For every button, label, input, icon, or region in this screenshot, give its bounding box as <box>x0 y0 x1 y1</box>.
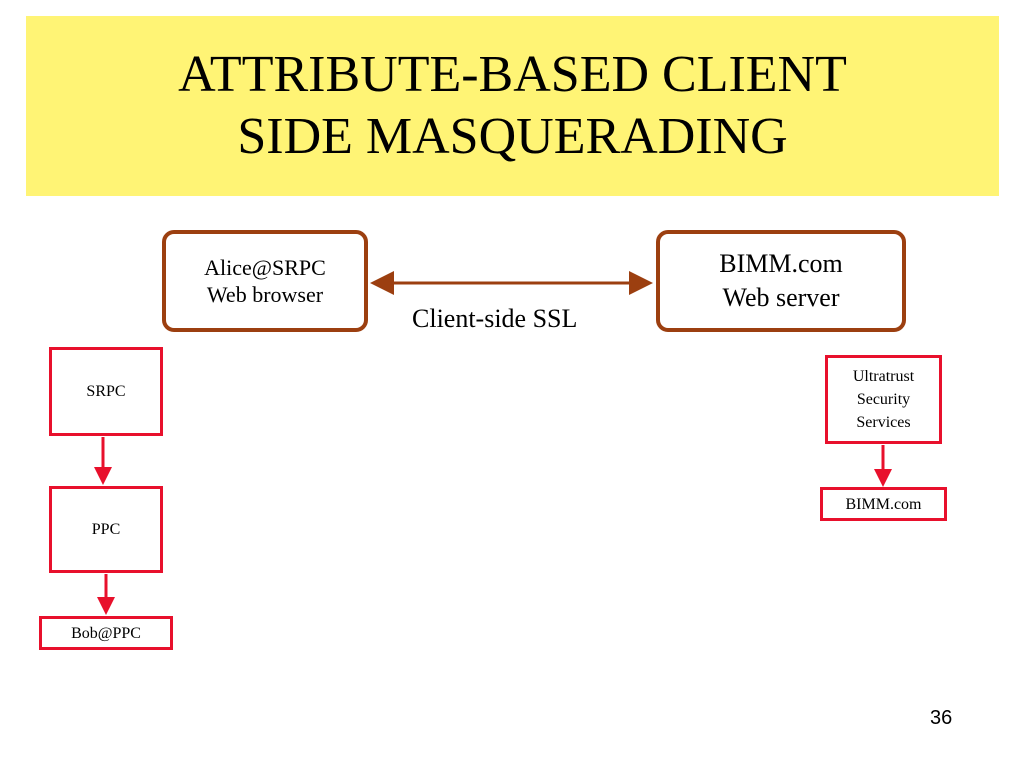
ultratrust-box: Ultratrust Security Services <box>825 355 942 444</box>
ppc-box: PPC <box>49 486 163 573</box>
page-number: 36 <box>930 707 953 729</box>
ppc-label: PPC <box>91 521 121 538</box>
client-role: Web browser <box>206 282 324 307</box>
srpc-label: SRPC <box>86 383 126 400</box>
title-line-2: SIDE MASQUERADING <box>237 108 788 165</box>
ultratrust-line-1: Ultratrust <box>852 368 915 385</box>
bob-box: Bob@PPC <box>39 616 173 650</box>
bob-label: Bob@PPC <box>71 624 141 642</box>
client-name: Alice@SRPC <box>204 255 326 280</box>
ultratrust-line-2: Security <box>856 391 911 408</box>
bimm-domain-label: BIMM.com <box>845 495 922 513</box>
title-band: ATTRIBUTE-BASED CLIENT SIDE MASQUERADING <box>26 16 999 196</box>
client-browser-box: Alice@SRPC Web browser <box>162 230 368 332</box>
title-line-1: ATTRIBUTE-BASED CLIENT <box>178 46 847 103</box>
ssl-label: Client-side SSL <box>412 304 578 333</box>
srpc-box: SRPC <box>49 347 163 436</box>
ultratrust-line-3: Services <box>856 414 911 431</box>
server-box: BIMM.com Web server <box>656 230 906 332</box>
server-role: Web server <box>722 283 840 312</box>
server-name: BIMM.com <box>719 249 843 278</box>
bimm-domain-box: BIMM.com <box>820 487 947 521</box>
